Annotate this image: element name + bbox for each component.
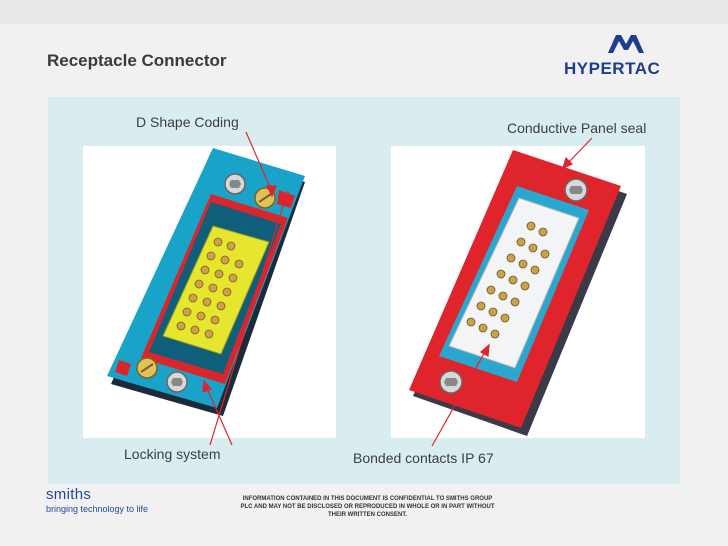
receptacle-rear-image	[391, 146, 645, 438]
receptacle-front-image	[83, 146, 336, 438]
hypertac-logo-text: HYPERTAC	[564, 59, 661, 78]
smiths-brand: smiths	[46, 486, 92, 503]
label-d-shape-coding: D Shape Coding	[136, 114, 239, 130]
arrow-bonded	[431, 349, 487, 447]
hypertac-logo: HYPERTAC	[560, 33, 688, 83]
top-band	[0, 0, 728, 24]
label-bonded-contacts: Bonded contacts IP 67	[353, 450, 494, 466]
smiths-logo: smiths bringing technology to life	[46, 486, 148, 514]
hypertac-logo-icon	[608, 35, 644, 53]
arrow-locking-bottom	[205, 385, 233, 446]
smiths-tagline: bringing technology to life	[46, 504, 149, 514]
slide-title: Receptacle Connector	[47, 51, 227, 70]
label-conductive-panel-seal: Conductive Panel seal	[507, 120, 647, 136]
confidentiality-notice: INFORMATION CONTAINED IN THIS DOCUMENT I…	[240, 496, 495, 518]
label-locking-system: Locking system	[124, 446, 221, 462]
receptacle-front-drawing	[107, 148, 305, 416]
receptacle-rear-drawing	[409, 150, 627, 436]
arrow-d-shape	[245, 131, 273, 193]
arrow-locking-top	[209, 195, 287, 446]
arrow-panel-seal	[565, 137, 593, 166]
